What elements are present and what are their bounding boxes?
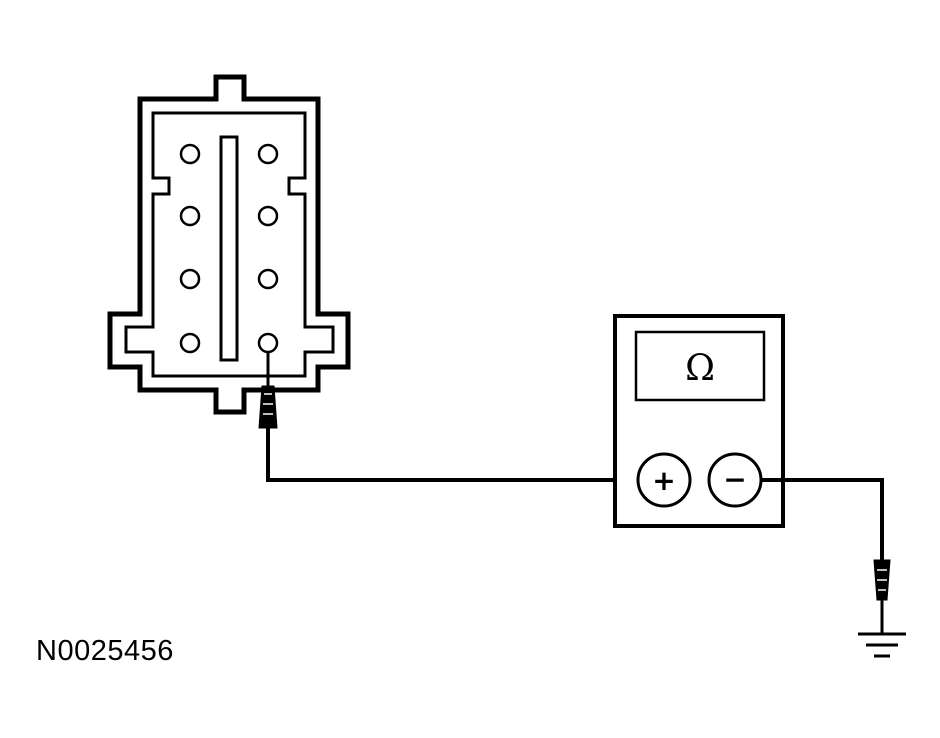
connector-pin-1 bbox=[179, 143, 201, 165]
probe-tip-icon bbox=[258, 352, 278, 429]
connector-pin-8 bbox=[257, 332, 279, 354]
meter-positive-symbol: + bbox=[652, 464, 675, 497]
positive-lead-wire bbox=[266, 428, 638, 482]
connector-housing-outer bbox=[107, 74, 351, 415]
ground-probe-icon bbox=[873, 559, 891, 634]
meter-negative-symbol: − bbox=[723, 463, 746, 496]
figure-reference-code: N0025456 bbox=[36, 635, 174, 667]
meter-display-symbol: Ω bbox=[685, 348, 715, 389]
meter-display bbox=[634, 330, 766, 402]
meter-positive-terminal bbox=[636, 452, 692, 508]
connector-pin-6 bbox=[257, 268, 279, 290]
negative-lead-wire bbox=[761, 478, 884, 562]
connector-pin-3 bbox=[179, 205, 201, 227]
connector-pin-7 bbox=[179, 332, 201, 354]
connector-key-bar bbox=[219, 135, 239, 362]
ohmmeter-icon: Ω + − bbox=[613, 314, 785, 528]
ground-symbol-icon bbox=[858, 632, 906, 658]
connector-housing-inner bbox=[124, 111, 335, 378]
connector-pin-2 bbox=[257, 143, 279, 165]
connector-pin-5 bbox=[179, 268, 201, 290]
connector-pin-4 bbox=[257, 205, 279, 227]
connector-pins bbox=[179, 143, 279, 354]
